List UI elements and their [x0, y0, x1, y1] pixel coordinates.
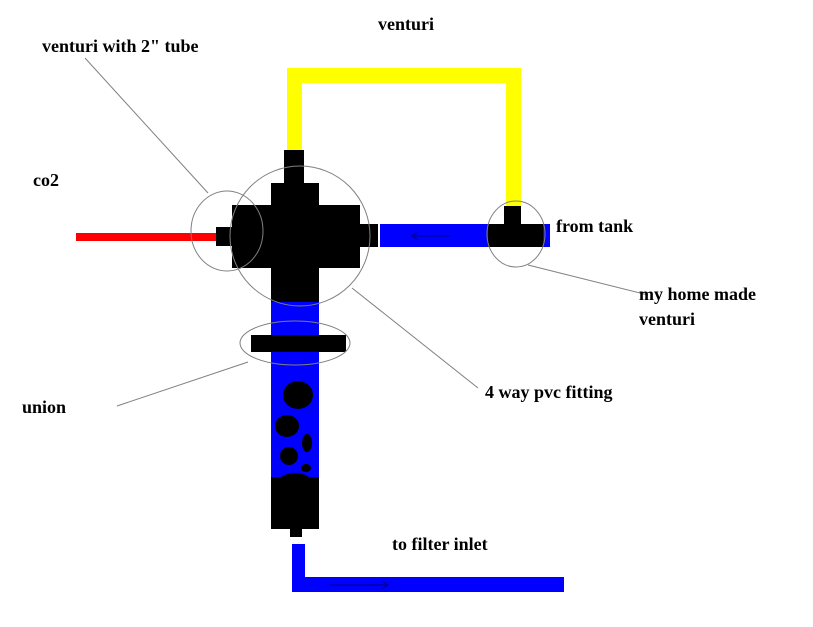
label-venturi-tube: venturi with 2" tube: [42, 36, 199, 56]
venturi-loop: [287, 68, 521, 208]
fitting-top-shoulder: [271, 183, 319, 208]
co2-line: [76, 233, 228, 241]
venturi-loop-left-leg: [287, 68, 302, 156]
from-tank-flow-arrowhead: [411, 231, 419, 241]
fitting-top-nub: [284, 150, 304, 185]
fitting-center-body: [232, 205, 360, 268]
leader-fitting: [351, 287, 479, 389]
bubble: [302, 434, 312, 452]
label-fitting: 4 way pvc fitting: [485, 382, 613, 402]
venturi-tube-callout-ellipse: [190, 190, 264, 272]
bubble: [283, 381, 313, 409]
tube-bottom-cap: [271, 477, 319, 529]
venturi-loop-right-leg: [506, 68, 521, 208]
label-co2: co2: [33, 170, 59, 190]
bubble: [280, 447, 298, 465]
tube-outlet-nub: [290, 527, 302, 537]
union-fitting: [251, 335, 346, 352]
union-callout-ellipse: [239, 320, 351, 366]
leader-home-made-venturi: [527, 264, 649, 296]
bubble: [301, 464, 311, 472]
leader-lines: [84, 57, 649, 407]
label-home-made-line2: venturi: [639, 309, 695, 329]
fitting-bottom-shoulder: [271, 265, 319, 303]
filter-inlet-pipe: [292, 577, 564, 592]
leader-union: [116, 361, 249, 407]
fitting-left-nub: [216, 227, 234, 246]
label-home-made-line1: my home made: [639, 284, 756, 304]
fitting-callout-circle: [229, 165, 371, 307]
leader-venturi-tube: [84, 57, 209, 194]
venturi-loop-top: [287, 68, 521, 83]
bubble: [275, 415, 299, 437]
home-made-venturi: [488, 206, 543, 247]
callout-outlines: [190, 165, 546, 366]
home-made-venturi-body: [488, 224, 543, 247]
label-from-tank: from tank: [556, 216, 633, 236]
vertical-pipe-collar: [271, 302, 319, 336]
label-union: union: [22, 397, 66, 417]
label-venturi-top: venturi: [378, 14, 434, 34]
label-filter-inlet: to filter inlet: [392, 534, 488, 554]
fitting-right-nub: [358, 224, 378, 247]
home-made-venturi-callout-ellipse: [486, 200, 546, 268]
home-made-venturi-stem: [504, 206, 521, 226]
filter-flow-arrowhead: [381, 580, 389, 590]
